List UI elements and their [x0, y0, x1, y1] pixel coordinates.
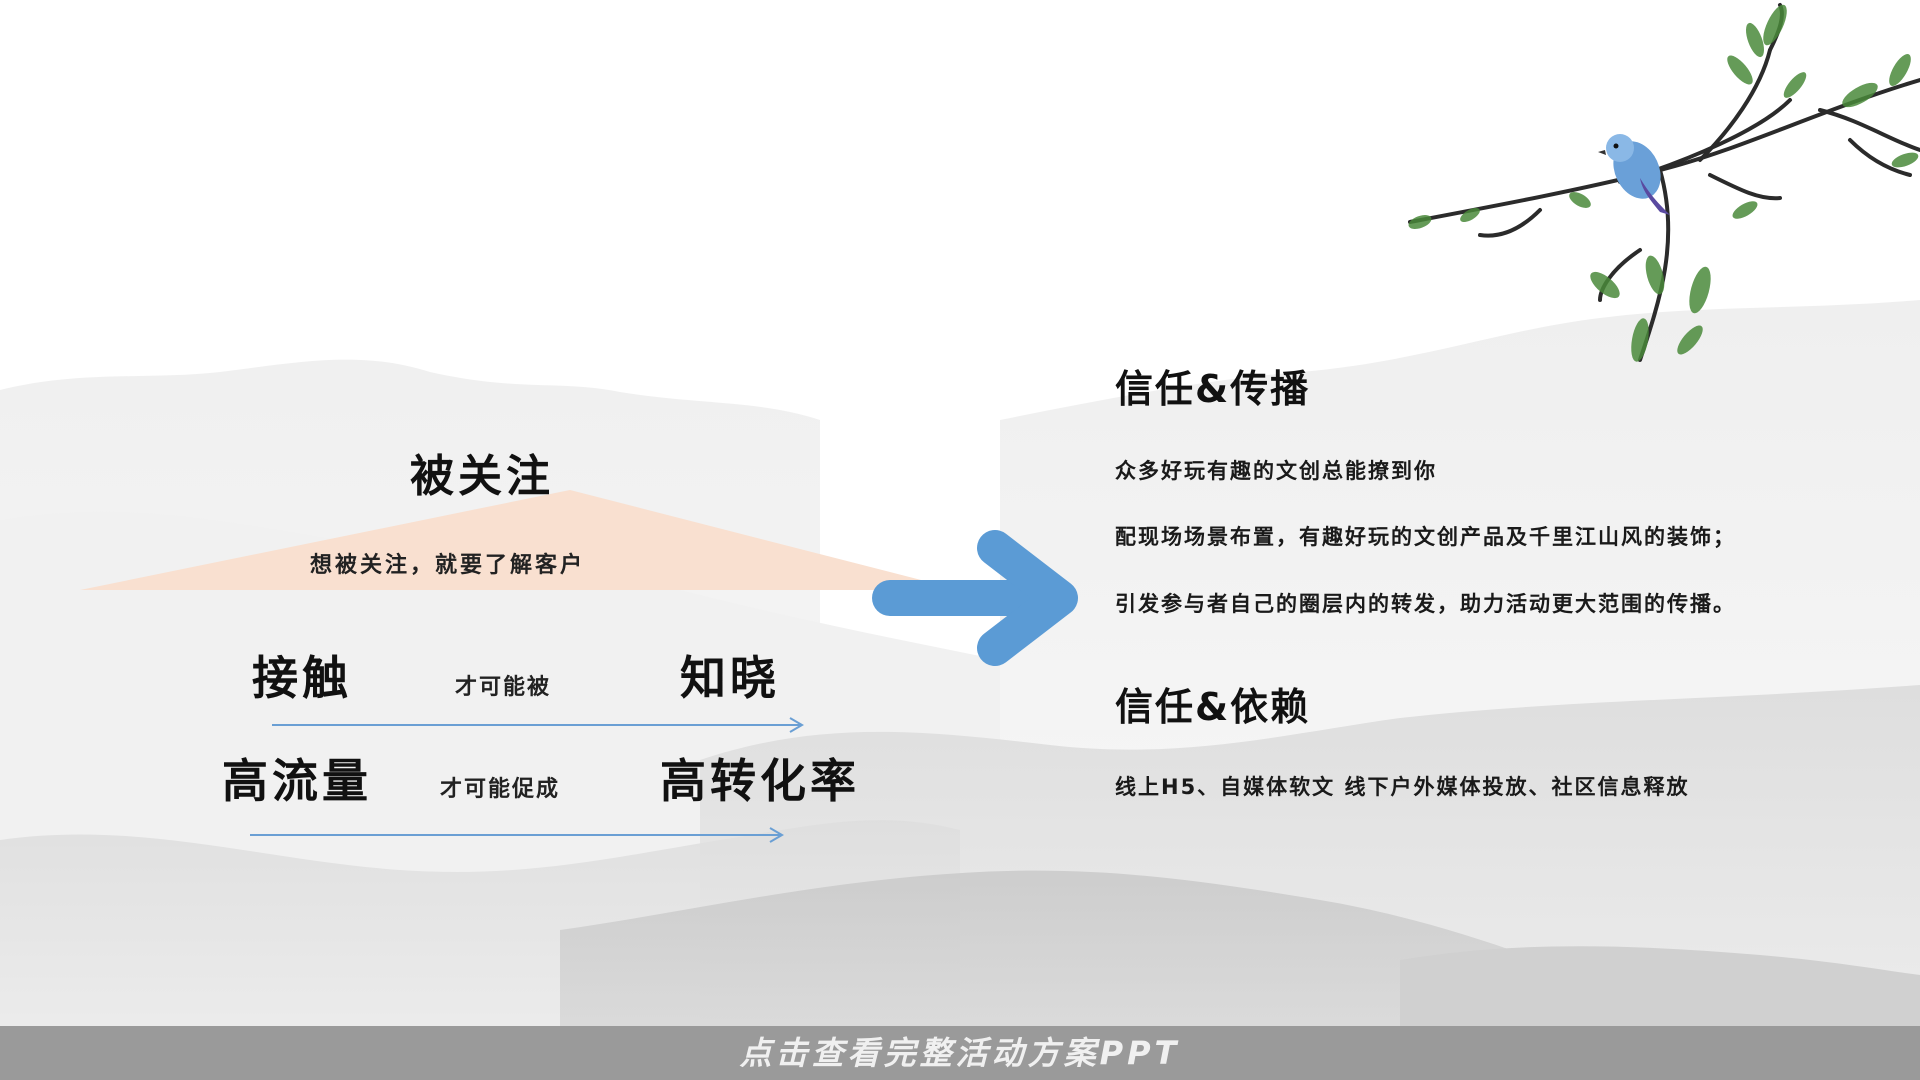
section2-title: 信任&依赖	[1115, 685, 1311, 729]
row2-left: 高流量	[222, 754, 372, 808]
row2-middle: 才可能促成	[440, 777, 561, 802]
section1-line2: 配现场场景布置，有趣好玩的文创产品及千里江山风的装饰；	[1115, 525, 1736, 549]
footer-link[interactable]: 点击查看完整活动方案PPT	[739, 1034, 1181, 1072]
footer-bar[interactable]	[0, 1026, 1920, 1080]
section1-line1: 众多好玩有趣的文创总能撩到你	[1115, 459, 1437, 483]
triangle-subtitle: 想被关注，就要了解客户	[310, 553, 586, 578]
section1-line3: 引发参与者自己的圈层内的转发，助力活动更大范围的传播。	[1115, 592, 1736, 616]
section2-line: 线上H5、自媒体软文 线下户外媒体投放、社区信息释放	[1115, 775, 1690, 799]
bird	[1598, 134, 1670, 215]
row2-right: 高转化率	[660, 754, 860, 808]
row1-left: 接触	[252, 651, 352, 705]
section1-title: 信任&传播	[1115, 367, 1311, 411]
row1-middle: 才可能被	[455, 675, 552, 700]
triangle-title: 被关注	[410, 451, 554, 502]
row1-right: 知晓	[680, 651, 780, 705]
